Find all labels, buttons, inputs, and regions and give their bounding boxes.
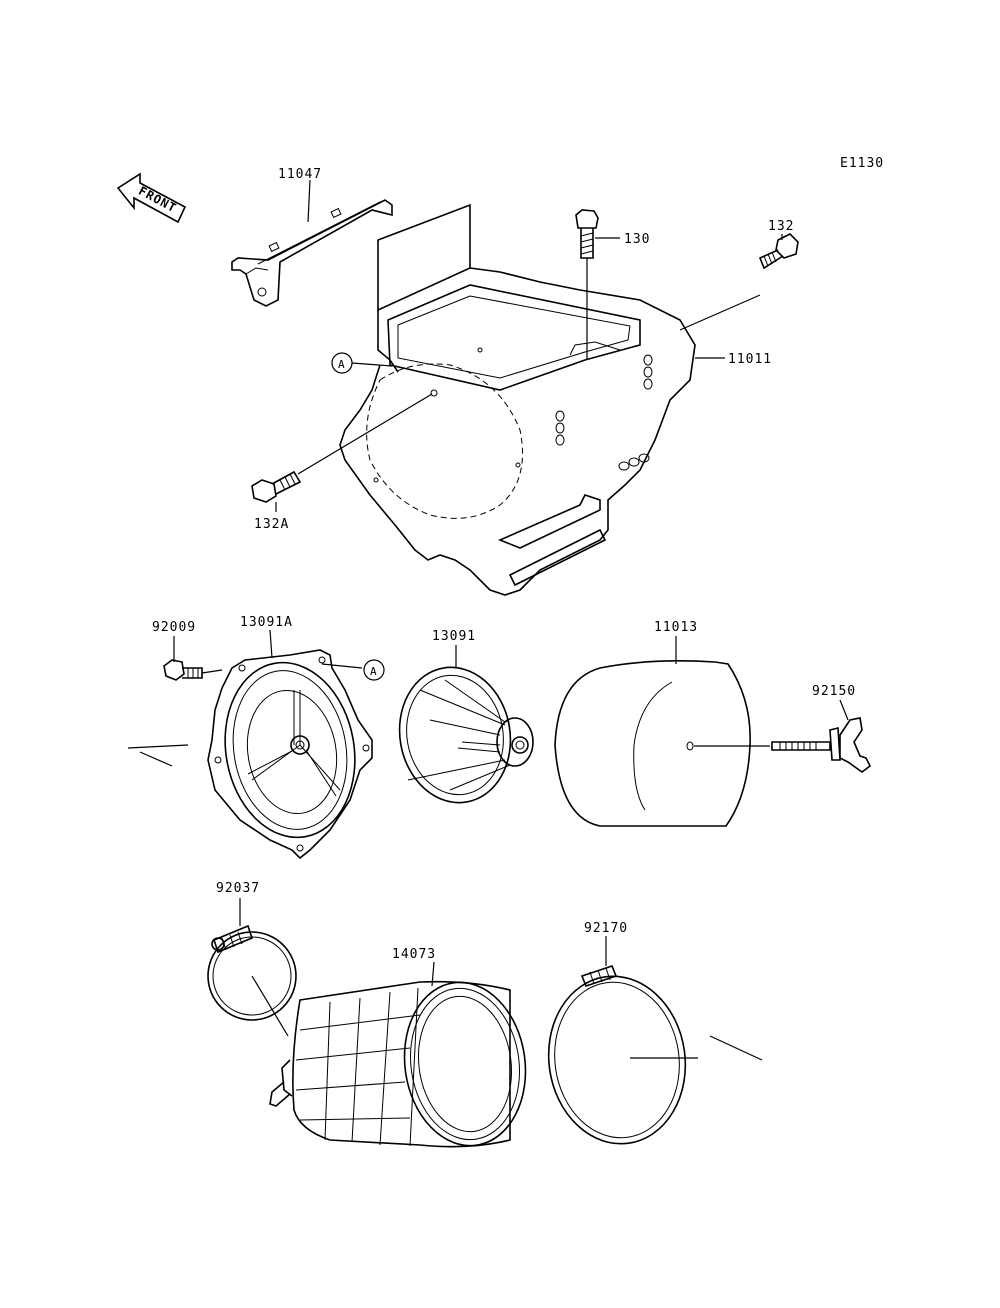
label-92037: 92037 — [216, 881, 260, 896]
bracket-11047 — [231, 199, 393, 307]
intake-duct-14073 — [269, 980, 527, 1148]
air-box-housing-11011 — [339, 203, 696, 596]
label-11047: 11047 — [278, 167, 322, 182]
bolt-130 — [575, 209, 599, 259]
ref-a-housing-label: A — [338, 358, 346, 371]
label-92150: 92150 — [812, 684, 856, 699]
ref-a-circle-plate — [363, 659, 385, 681]
label-13091: 13091 — [432, 629, 476, 644]
diagram-code: E1130 — [840, 156, 884, 171]
label-132a: 132A — [254, 517, 289, 532]
clamp-92170 — [547, 965, 687, 1145]
label-14073: 14073 — [392, 947, 436, 962]
element-frame-13091 — [398, 666, 534, 804]
bolt-132 — [758, 233, 799, 270]
label-132: 132 — [768, 219, 794, 234]
wing-bolt-92150 — [771, 717, 872, 773]
front-arrow-icon: FRONT — [116, 172, 187, 224]
label-92009: 92009 — [152, 620, 196, 635]
label-92170: 92170 — [584, 921, 628, 936]
air-filter-11013 — [554, 660, 751, 827]
clamp-92037 — [207, 924, 297, 1021]
label-13091a: 13091A — [240, 615, 293, 630]
label-11013: 11013 — [654, 620, 698, 635]
bolt-132a — [251, 470, 302, 503]
label-130: 130 — [624, 232, 650, 247]
label-11011: 11011 — [728, 352, 772, 367]
ref-a-plate-label: A — [370, 665, 378, 678]
screw-92009 — [163, 659, 203, 681]
element-holder-13091a — [207, 649, 373, 860]
